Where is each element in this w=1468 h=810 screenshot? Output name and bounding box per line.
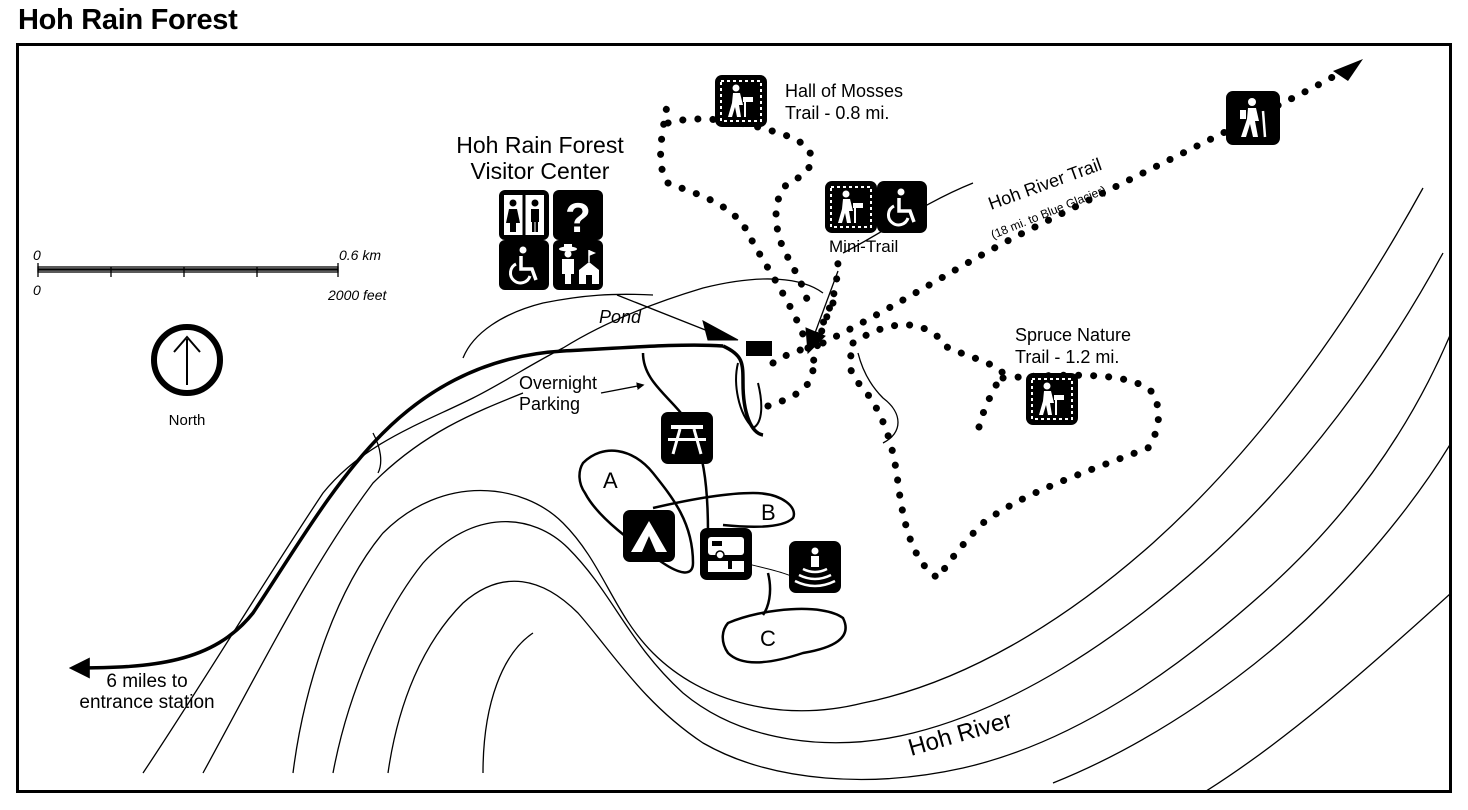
visitor-center-label-line1: Hoh Rain Forest <box>456 132 624 158</box>
scale-ft-value: 2000 feet <box>327 287 387 303</box>
visitor-center-building <box>746 341 772 356</box>
loop-b-label: B <box>761 500 776 525</box>
map: ? <box>33 59 1449 790</box>
information-icon: ? <box>553 190 603 241</box>
self-guided-trail-icon <box>715 75 767 127</box>
campground-icon <box>623 510 675 562</box>
dump-station-icon <box>700 528 752 580</box>
pointers <box>600 270 839 394</box>
scale-bar: 0 0.6 km 0 2000 feet <box>33 247 387 303</box>
hall-of-mosses-label-line2: Trail - 0.8 mi. <box>785 103 889 123</box>
river-contours <box>292 182 1449 790</box>
spruce-nature-trail <box>846 321 1162 583</box>
hoh-river-trail-label: Hoh River Trail <box>986 154 1105 214</box>
self-guided-trail-icon <box>825 181 877 233</box>
hoh-river-trail <box>819 67 1347 347</box>
scale-km-value: 0.6 km <box>339 247 381 263</box>
mini-trail-label: Mini-Trail <box>829 237 898 256</box>
accessible-icon <box>499 240 549 290</box>
north-label: North <box>169 412 206 429</box>
hoh-river-label: Hoh River <box>905 706 1015 761</box>
restroom-icon <box>499 190 549 240</box>
map-frame: ? <box>16 43 1452 793</box>
svg-text:?: ? <box>565 194 591 241</box>
picnic-area-icon <box>661 412 713 464</box>
main-road <box>68 343 847 679</box>
north-arrow-icon <box>151 324 223 396</box>
loop-c-label: C <box>760 626 776 651</box>
visitor-center-label-line2: Visitor Center <box>471 158 610 184</box>
ranger-station-icon <box>553 240 603 290</box>
scale-ft-zero: 0 <box>33 282 41 298</box>
hall-of-mosses-label-line1: Hall of Mosses <box>785 81 903 101</box>
pond-label: Pond <box>599 307 642 327</box>
scale-km-zero: 0 <box>33 247 41 263</box>
hall-of-mosses-trail <box>657 94 815 352</box>
accessible-icon <box>877 181 927 233</box>
spruce-nature-label-line2: Trail - 1.2 mi. <box>1015 347 1119 367</box>
hiking-trail-icon <box>1226 91 1280 145</box>
exit-label-line2: entrance station <box>79 692 214 713</box>
loop-a-label: A <box>603 468 618 493</box>
spruce-nature-label-line1: Spruce Nature <box>1015 325 1131 345</box>
forest-edge <box>142 278 824 774</box>
exit-label-line1: 6 miles to <box>106 671 187 692</box>
page-title: Hoh Rain Forest <box>18 4 238 36</box>
self-guided-trail-icon <box>1026 373 1078 425</box>
trails <box>657 67 1347 583</box>
overnight-parking-label-line2: Parking <box>519 394 580 414</box>
amphitheater-icon <box>789 541 841 593</box>
overnight-parking-label-line1: Overnight <box>519 373 597 393</box>
hoh-river-trail-arrow <box>1333 59 1363 81</box>
